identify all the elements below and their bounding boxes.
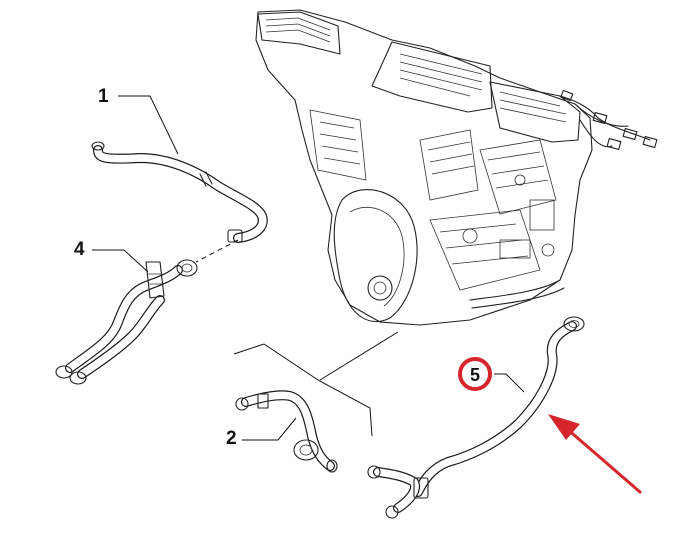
connection-line-1: [195, 239, 239, 263]
bracket-line: [233, 343, 373, 437]
label-part-5: 5: [470, 365, 480, 385]
wiring-harness: [559, 89, 658, 150]
leader-line-1: [118, 95, 179, 155]
label-part-4: 4: [74, 239, 85, 260]
bracket-line-2: [319, 331, 399, 381]
leader-line-5: [494, 373, 525, 393]
hvac-assembly: [255, 9, 593, 326]
leader-line-2: [242, 417, 297, 441]
highlight-circle: [458, 357, 492, 391]
label-part-2: 2: [226, 428, 237, 449]
part-1-hose: [91, 141, 268, 243]
part-5-hose: [367, 316, 585, 519]
red-arrow: [548, 414, 642, 494]
label-part-1: 1: [98, 86, 109, 107]
leader-line-4: [92, 249, 149, 273]
part-4-hose: [55, 259, 198, 385]
part-2-fitting: [235, 390, 338, 473]
